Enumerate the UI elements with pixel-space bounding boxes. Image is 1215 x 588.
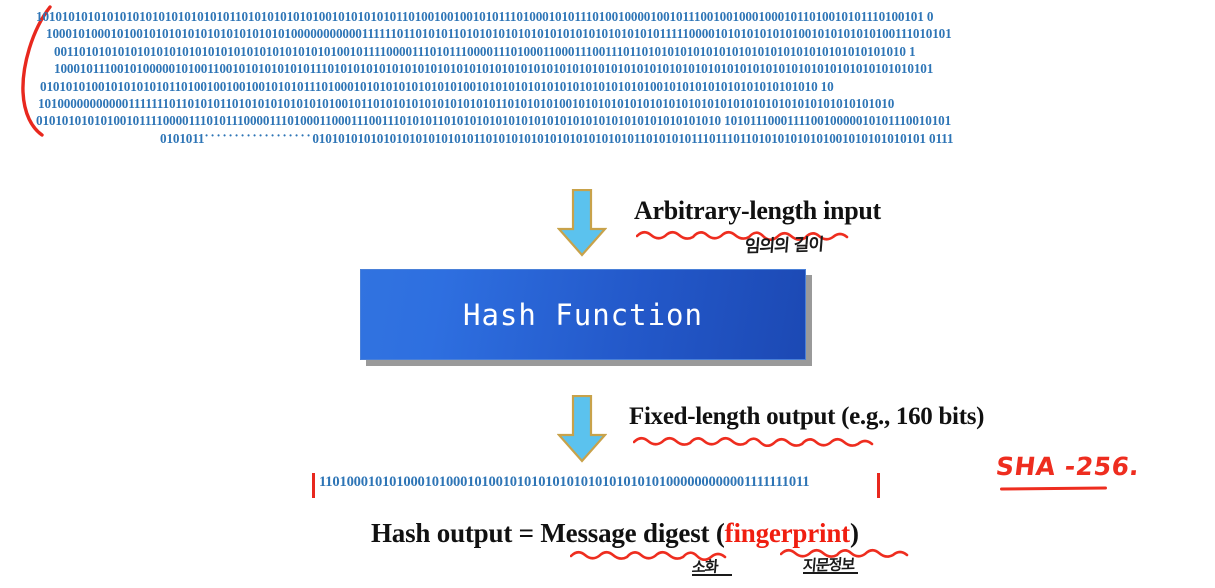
binary-lines: 1010101010101010101010101010101101010101… (36, 8, 1214, 147)
binary-line: 1010000000000011111110110101011010101010… (38, 96, 895, 112)
hash-box-body: Hash Function (360, 269, 806, 360)
output-label: Fixed-length output (e.g., 160 bits) (629, 403, 985, 430)
binary-line-truncated: 0101011··················010101010101010… (160, 130, 1214, 147)
red-bar-icon (877, 473, 880, 498)
digest-korean-underline (692, 574, 732, 576)
binary-input-block: 1010101010101010101010101010101101010101… (0, 0, 1215, 152)
input-label: Arbitrary-length input (634, 196, 881, 225)
sha-handwritten-note: SHA -256. (994, 452, 1142, 481)
fingerprint-korean-underline (803, 572, 858, 574)
red-bar-icon (312, 473, 315, 498)
sha-note-underline (999, 486, 1108, 491)
hash-box-label: Hash Function (463, 297, 703, 332)
binary-line: 1000101000101001010101010101010101010100… (46, 26, 952, 42)
digest-output-row: 1101000101010001010001010010101010101010… (312, 472, 892, 500)
binary-line: 0101010100101010101011010010010010010101… (40, 78, 834, 94)
input-korean-annotation: 임의의 길이 (743, 234, 824, 258)
binary-line-prefix: 0101011 (160, 130, 205, 146)
digest-bits: 1101000101010001010001010010101010101010… (319, 474, 810, 490)
caption-suffix: ) (849, 518, 859, 548)
red-open-paren-icon (21, 5, 52, 137)
red-squiggle-underline-icon (570, 550, 727, 561)
binary-line: 0011010101010101010101010101010101010101… (54, 43, 916, 59)
binary-line: 1010101010101010101010101010101101010101… (36, 9, 934, 24)
caption-prefix: Hash output = Message digest ( (371, 518, 725, 548)
down-arrow-icon (557, 189, 607, 257)
binary-line: 0101010101010010111100001110101110000111… (36, 113, 952, 129)
binary-line-suffix: 0101010101010101010101010110101010101010… (312, 130, 954, 146)
caption: Hash output = Message digest (fingerprin… (371, 518, 859, 549)
hash-function-box: Hash Function (360, 269, 812, 366)
ellipsis-dots-icon: ·················· (204, 129, 313, 143)
red-squiggle-underline-icon (633, 436, 874, 447)
down-arrow-icon (557, 395, 607, 463)
binary-line: 1000101110010100000101001100101010101010… (54, 61, 934, 77)
caption-fingerprint: fingerprint (724, 518, 850, 548)
